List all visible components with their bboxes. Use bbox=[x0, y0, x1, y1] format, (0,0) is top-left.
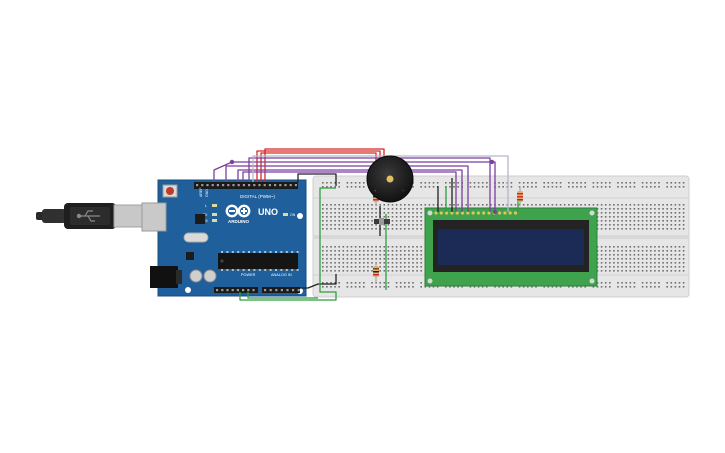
buzzer-minus: − bbox=[402, 188, 405, 193]
usb-chip bbox=[195, 214, 205, 224]
wire-purple bbox=[242, 171, 457, 212]
wire-purple bbox=[237, 169, 463, 212]
piezo-buzzer[interactable]: − + bbox=[366, 155, 414, 203]
power-analog-pins bbox=[216, 289, 300, 292]
digital-header bbox=[194, 182, 298, 189]
usb-icon bbox=[76, 210, 100, 222]
led-l-label: L bbox=[205, 204, 207, 208]
lcd-pins bbox=[434, 211, 518, 215]
atmega-chip bbox=[218, 253, 298, 269]
led-l bbox=[212, 204, 217, 207]
wire-purple bbox=[248, 157, 491, 212]
wire-green bbox=[247, 292, 318, 299]
reset-button[interactable] bbox=[162, 184, 178, 198]
lcd-16x2[interactable] bbox=[424, 207, 598, 287]
chip-pins bbox=[221, 251, 299, 271]
capacitor bbox=[203, 269, 217, 283]
resistor[interactable] bbox=[517, 186, 523, 206]
wire-junction bbox=[489, 159, 495, 165]
capacitor bbox=[189, 269, 203, 283]
gnd-label: GND bbox=[205, 189, 209, 197]
wire-purple bbox=[225, 165, 469, 212]
crystal bbox=[183, 232, 209, 243]
led-tx-label: TX bbox=[203, 213, 208, 217]
buzzer-plus: + bbox=[374, 188, 377, 193]
wire-junction bbox=[493, 210, 497, 214]
led-on bbox=[283, 213, 288, 216]
wire-black bbox=[300, 274, 337, 289]
led-rx-label: RX bbox=[203, 219, 209, 223]
lcd-screen bbox=[438, 229, 584, 265]
led-tx bbox=[212, 213, 217, 216]
power-header bbox=[214, 287, 258, 293]
usb-jack bbox=[141, 202, 167, 232]
digital-header-label: DIGITAL (PWM~) bbox=[240, 194, 275, 199]
resistor[interactable] bbox=[373, 262, 379, 284]
digital-pins bbox=[196, 184, 297, 187]
potentiometer[interactable] bbox=[374, 218, 390, 225]
led-rx bbox=[212, 219, 217, 222]
arduino-uno[interactable]: DIGITAL (PWM~) AREF GND UNO ARDUINO L TX… bbox=[141, 179, 307, 297]
wire-black bbox=[297, 173, 337, 186]
arduino-logo bbox=[225, 204, 251, 218]
board-brand: ARDUINO bbox=[228, 219, 249, 224]
wire-gray bbox=[252, 155, 509, 212]
voltage-regulator bbox=[186, 252, 194, 260]
board-model: UNO bbox=[258, 207, 278, 217]
power-header-label: POWER bbox=[241, 273, 256, 277]
aref-label: AREF bbox=[199, 187, 203, 197]
wire-green bbox=[239, 187, 337, 301]
analog-header-label: ANALOG IN bbox=[271, 273, 292, 277]
mount-hole bbox=[297, 213, 303, 219]
power-jack bbox=[150, 266, 178, 288]
wire-junction bbox=[229, 159, 235, 165]
led-on-label: ON bbox=[290, 213, 296, 217]
mount-hole bbox=[185, 287, 191, 293]
